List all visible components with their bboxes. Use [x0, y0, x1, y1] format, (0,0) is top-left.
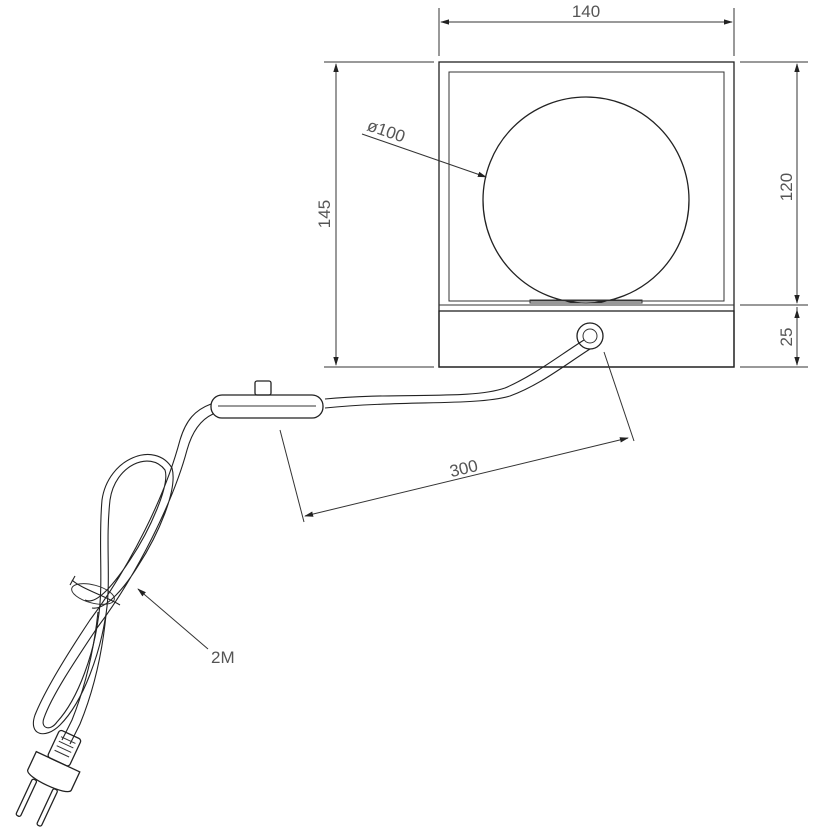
power-cord [32, 339, 591, 745]
dimension-switch-distance: 300 [279, 351, 635, 523]
globe-diameter-label: ø100 [365, 116, 408, 147]
cord-length-label: 2M [211, 648, 235, 667]
lamp-body [438, 61, 735, 368]
frame-inner-opening [448, 71, 725, 302]
globe-shade [482, 96, 690, 304]
globe-diameter-leader: ø100 [361, 116, 487, 178]
dimension-total-height-label: 145 [315, 200, 334, 228]
lamp-base [438, 310, 735, 368]
cord-grommet-inner [582, 328, 598, 344]
dimension-width-label: 140 [572, 2, 600, 21]
inline-switch-icon [210, 380, 324, 419]
dimension-switch-distance-label: 300 [448, 456, 480, 481]
dimension-base-height-label: 25 [777, 328, 796, 347]
euro-plug-icon [15, 729, 82, 827]
cord-grommet-outer [576, 322, 604, 350]
globe-holder [529, 299, 643, 304]
dimension-total-height: 145 [315, 61, 434, 368]
frame-outline [438, 61, 735, 368]
cord-length-leader: 2M [137, 588, 235, 667]
dimension-frame-height: 120 [740, 61, 808, 368]
dimension-base-height: 25 [777, 307, 800, 366]
dimension-frame-height-label: 120 [777, 173, 796, 201]
dimension-width: 140 [438, 2, 735, 56]
